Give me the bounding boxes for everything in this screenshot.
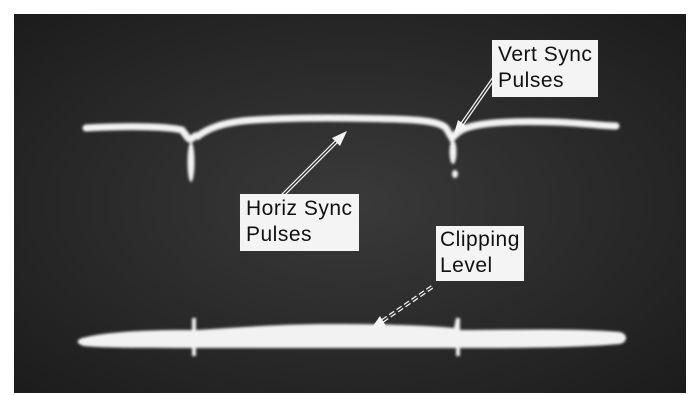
label-horiz-sync-line2: Pulses: [246, 222, 353, 248]
label-vert-sync-line1: Vert Sync: [498, 42, 592, 68]
vert-sync-dot: [452, 170, 458, 178]
label-clipping-level: Clipping Level: [436, 226, 524, 281]
vert-sync-pulse-right: [450, 140, 457, 164]
label-vert-sync-pulses: Vert Sync Pulses: [492, 40, 598, 97]
label-horiz-sync-line1: Horiz Sync: [246, 196, 353, 222]
label-clipping-line2: Level: [440, 253, 520, 279]
vert-sync-pulse-left: [188, 142, 195, 182]
label-horiz-sync-pulses: Horiz Sync Pulses: [240, 194, 359, 251]
label-clipping-line1: Clipping: [440, 227, 520, 253]
label-vert-sync-line2: Pulses: [498, 68, 592, 94]
